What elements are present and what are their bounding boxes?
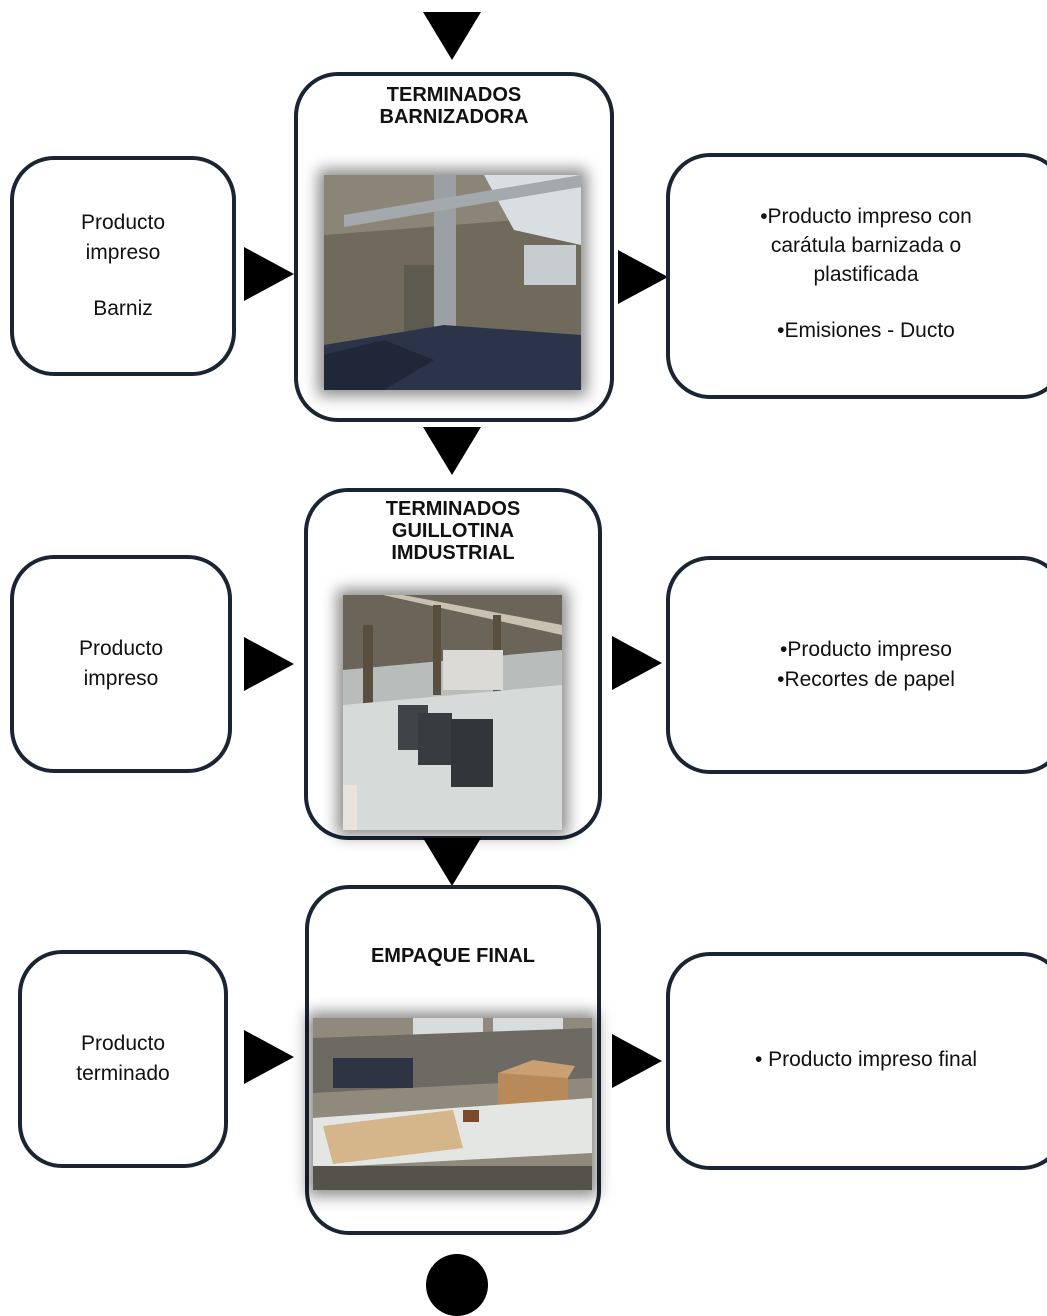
end-node-dot (426, 1254, 488, 1316)
input-line: terminado (76, 1062, 170, 1085)
title-line: IMDUSTRIAL (391, 542, 515, 564)
title-line: GUILLOTINA (391, 520, 515, 542)
arrow-right-out-3 (612, 1034, 662, 1088)
output-box-stage-2 (666, 556, 1047, 774)
title-line: BARNIZADORA (379, 106, 529, 128)
output-box-stage-1 (666, 153, 1047, 399)
input-line: impreso (85, 241, 161, 264)
output-line: • Producto impreso final (754, 1048, 978, 1071)
input-box-stage-3 (18, 950, 228, 1168)
process-title-stage-2: TERMINADOS GUILLOTINA IMDUSTRIAL (308, 498, 598, 564)
title-line: TERMINADOS (385, 498, 521, 520)
input-line: Barniz (93, 297, 153, 320)
arrow-down-2 (423, 838, 481, 886)
arrow-right-in-1 (244, 247, 294, 301)
output-text-stage-3: • Producto impreso final (666, 930, 1047, 1190)
input-text-stage-1: Producto impreso Barniz (10, 156, 236, 376)
output-line: •Recortes de papel (777, 668, 955, 691)
output-text-stage-1: •Producto impreso con carátula barnizada… (666, 150, 1047, 396)
input-box-stage-1 (10, 156, 236, 376)
input-line: Producto (80, 1032, 166, 1055)
process-title-stage-3: EMPAQUE FINAL (309, 945, 597, 967)
input-line: Producto (78, 637, 164, 660)
title-line: EMPAQUE FINAL (370, 945, 536, 967)
input-text-stage-2: Producto impreso (10, 555, 232, 773)
varnish-room-photo (324, 175, 581, 390)
output-line: plastificada (813, 262, 919, 286)
arrow-right-out-1 (618, 250, 668, 304)
input-text-stage-3: Producto terminado (18, 950, 228, 1168)
output-line: carátula barnizada o (770, 233, 962, 257)
output-box-stage-3 (666, 952, 1047, 1170)
start-arrow-down (423, 12, 481, 60)
arrow-right-out-2 (612, 636, 662, 690)
input-box-stage-2 (10, 555, 232, 773)
arrow-right-in-3 (244, 1030, 294, 1084)
title-line: TERMINADOS (386, 84, 522, 106)
output-line: •Emisiones - Ducto (777, 318, 955, 342)
arrow-down-1 (423, 427, 481, 475)
arrow-right-in-2 (244, 637, 294, 691)
output-text-stage-2: •Producto impreso •Recortes de papel (666, 530, 1047, 800)
guillotine-room-photo (343, 595, 562, 830)
output-line: •Producto impreso (780, 638, 952, 661)
input-line: impreso (83, 667, 159, 690)
input-line: Producto (80, 211, 166, 234)
output-line: •Producto impreso con (760, 204, 972, 228)
process-title-stage-1: TERMINADOS BARNIZADORA (298, 84, 610, 128)
packing-room-photo (313, 1018, 592, 1190)
